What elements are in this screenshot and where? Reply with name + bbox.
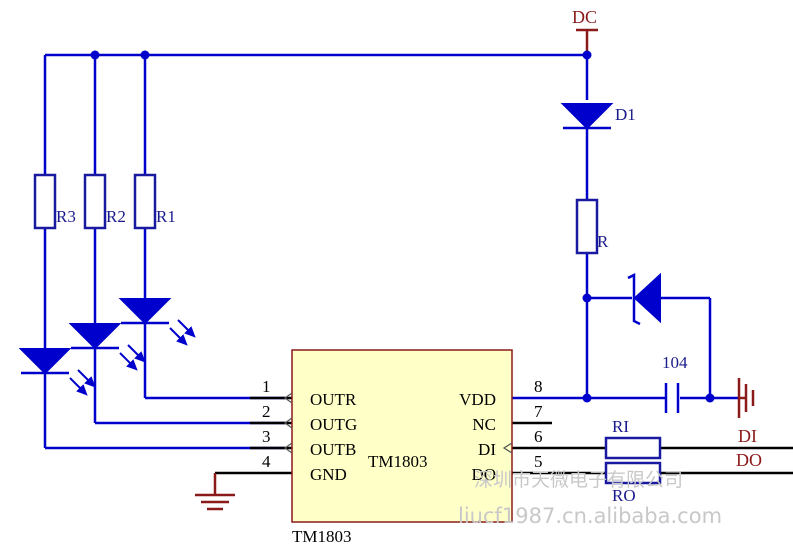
pin-vdd-name: VDD: [459, 390, 496, 409]
resistor-ro: RO: [604, 461, 662, 505]
resistor-r2: R2: [83, 173, 126, 230]
led-blue: [18, 348, 96, 396]
resistor-r1-label: R1: [156, 207, 176, 226]
pin-7-number: 7: [534, 402, 543, 421]
resistor-r: R: [575, 198, 609, 255]
pin-outr-name: OUTR: [310, 390, 357, 409]
pin-2-number: 2: [262, 402, 271, 421]
do-signal-label: DO: [736, 450, 762, 470]
pin-3-number: 3: [262, 427, 271, 446]
chip-name: TM1803: [368, 452, 428, 471]
signal-lines: [552, 446, 793, 475]
pin-numbers: 1 2 3 4 8 7 6 5: [262, 377, 543, 471]
led-red: [118, 298, 196, 346]
chip-tm1803: OUTR OUTG OUTB GND VDD NC DI DO TM1803: [283, 349, 513, 523]
ri-label: RI: [612, 417, 629, 436]
resistor-r1: R1: [133, 173, 176, 230]
dc-supply-symbol: DC: [572, 7, 598, 55]
diode-d1-label: D1: [615, 105, 636, 124]
resistor-r-label: R: [597, 232, 609, 251]
resistor-r3-label: R3: [56, 207, 76, 226]
pin-1-number: 1: [262, 377, 271, 396]
resistor-r3: R3: [33, 173, 76, 230]
pin-8-number: 8: [534, 377, 543, 396]
resistor-r2-label: R2: [106, 207, 126, 226]
ro-label: RO: [612, 486, 636, 505]
left-branches: [43, 55, 285, 450]
diode-d1: D1: [560, 103, 636, 130]
zener-diode: [627, 272, 661, 326]
dc-label: DC: [572, 7, 597, 27]
watermark-url: liucf1987.cn.alibaba.com: [458, 504, 722, 528]
pin-di-name: DI: [478, 440, 496, 459]
pin-outg-name: OUTG: [310, 415, 357, 434]
pin-outb-name: OUTB: [310, 440, 356, 459]
pin-4-number: 4: [262, 452, 271, 471]
led-green: [68, 323, 146, 371]
capacitor-104: 104: [662, 353, 688, 413]
ground-symbol-left: [195, 471, 250, 511]
pin-5-number: 5: [534, 452, 543, 471]
right-branch: [510, 55, 738, 400]
resistor-ri: RI: [604, 417, 662, 460]
pin-nc-name: NC: [472, 415, 496, 434]
ground-symbol-right: [737, 378, 755, 418]
pin-do-name: DO: [471, 465, 496, 484]
chip-caption: TM1803: [292, 527, 352, 546]
di-signal-label: DI: [738, 426, 757, 446]
watermark-company: 深圳市天微电子有限公司: [474, 469, 683, 491]
pin-gnd-name: GND: [310, 465, 347, 484]
capacitor-104-label: 104: [662, 353, 688, 372]
pin-6-number: 6: [534, 427, 543, 446]
junction-dots: [90, 50, 715, 403]
